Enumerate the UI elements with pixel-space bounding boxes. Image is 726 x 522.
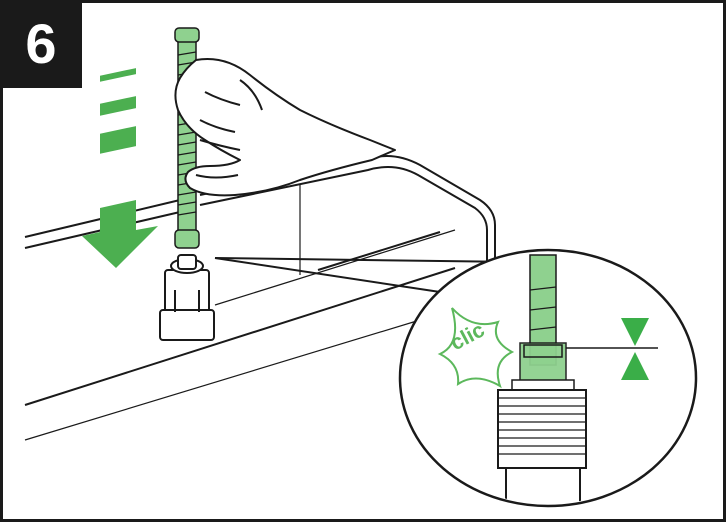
gap-marker-icon bbox=[621, 318, 649, 380]
detail-callout bbox=[398, 248, 698, 508]
valve-fitting bbox=[159, 254, 215, 341]
down-arrow-icon bbox=[82, 68, 158, 268]
step-number-badge: 6 bbox=[0, 0, 82, 88]
cabinet-outline bbox=[24, 155, 496, 441]
click-burst-icon bbox=[437, 307, 515, 389]
callout-pointer bbox=[214, 257, 516, 293]
hand bbox=[174, 58, 396, 197]
